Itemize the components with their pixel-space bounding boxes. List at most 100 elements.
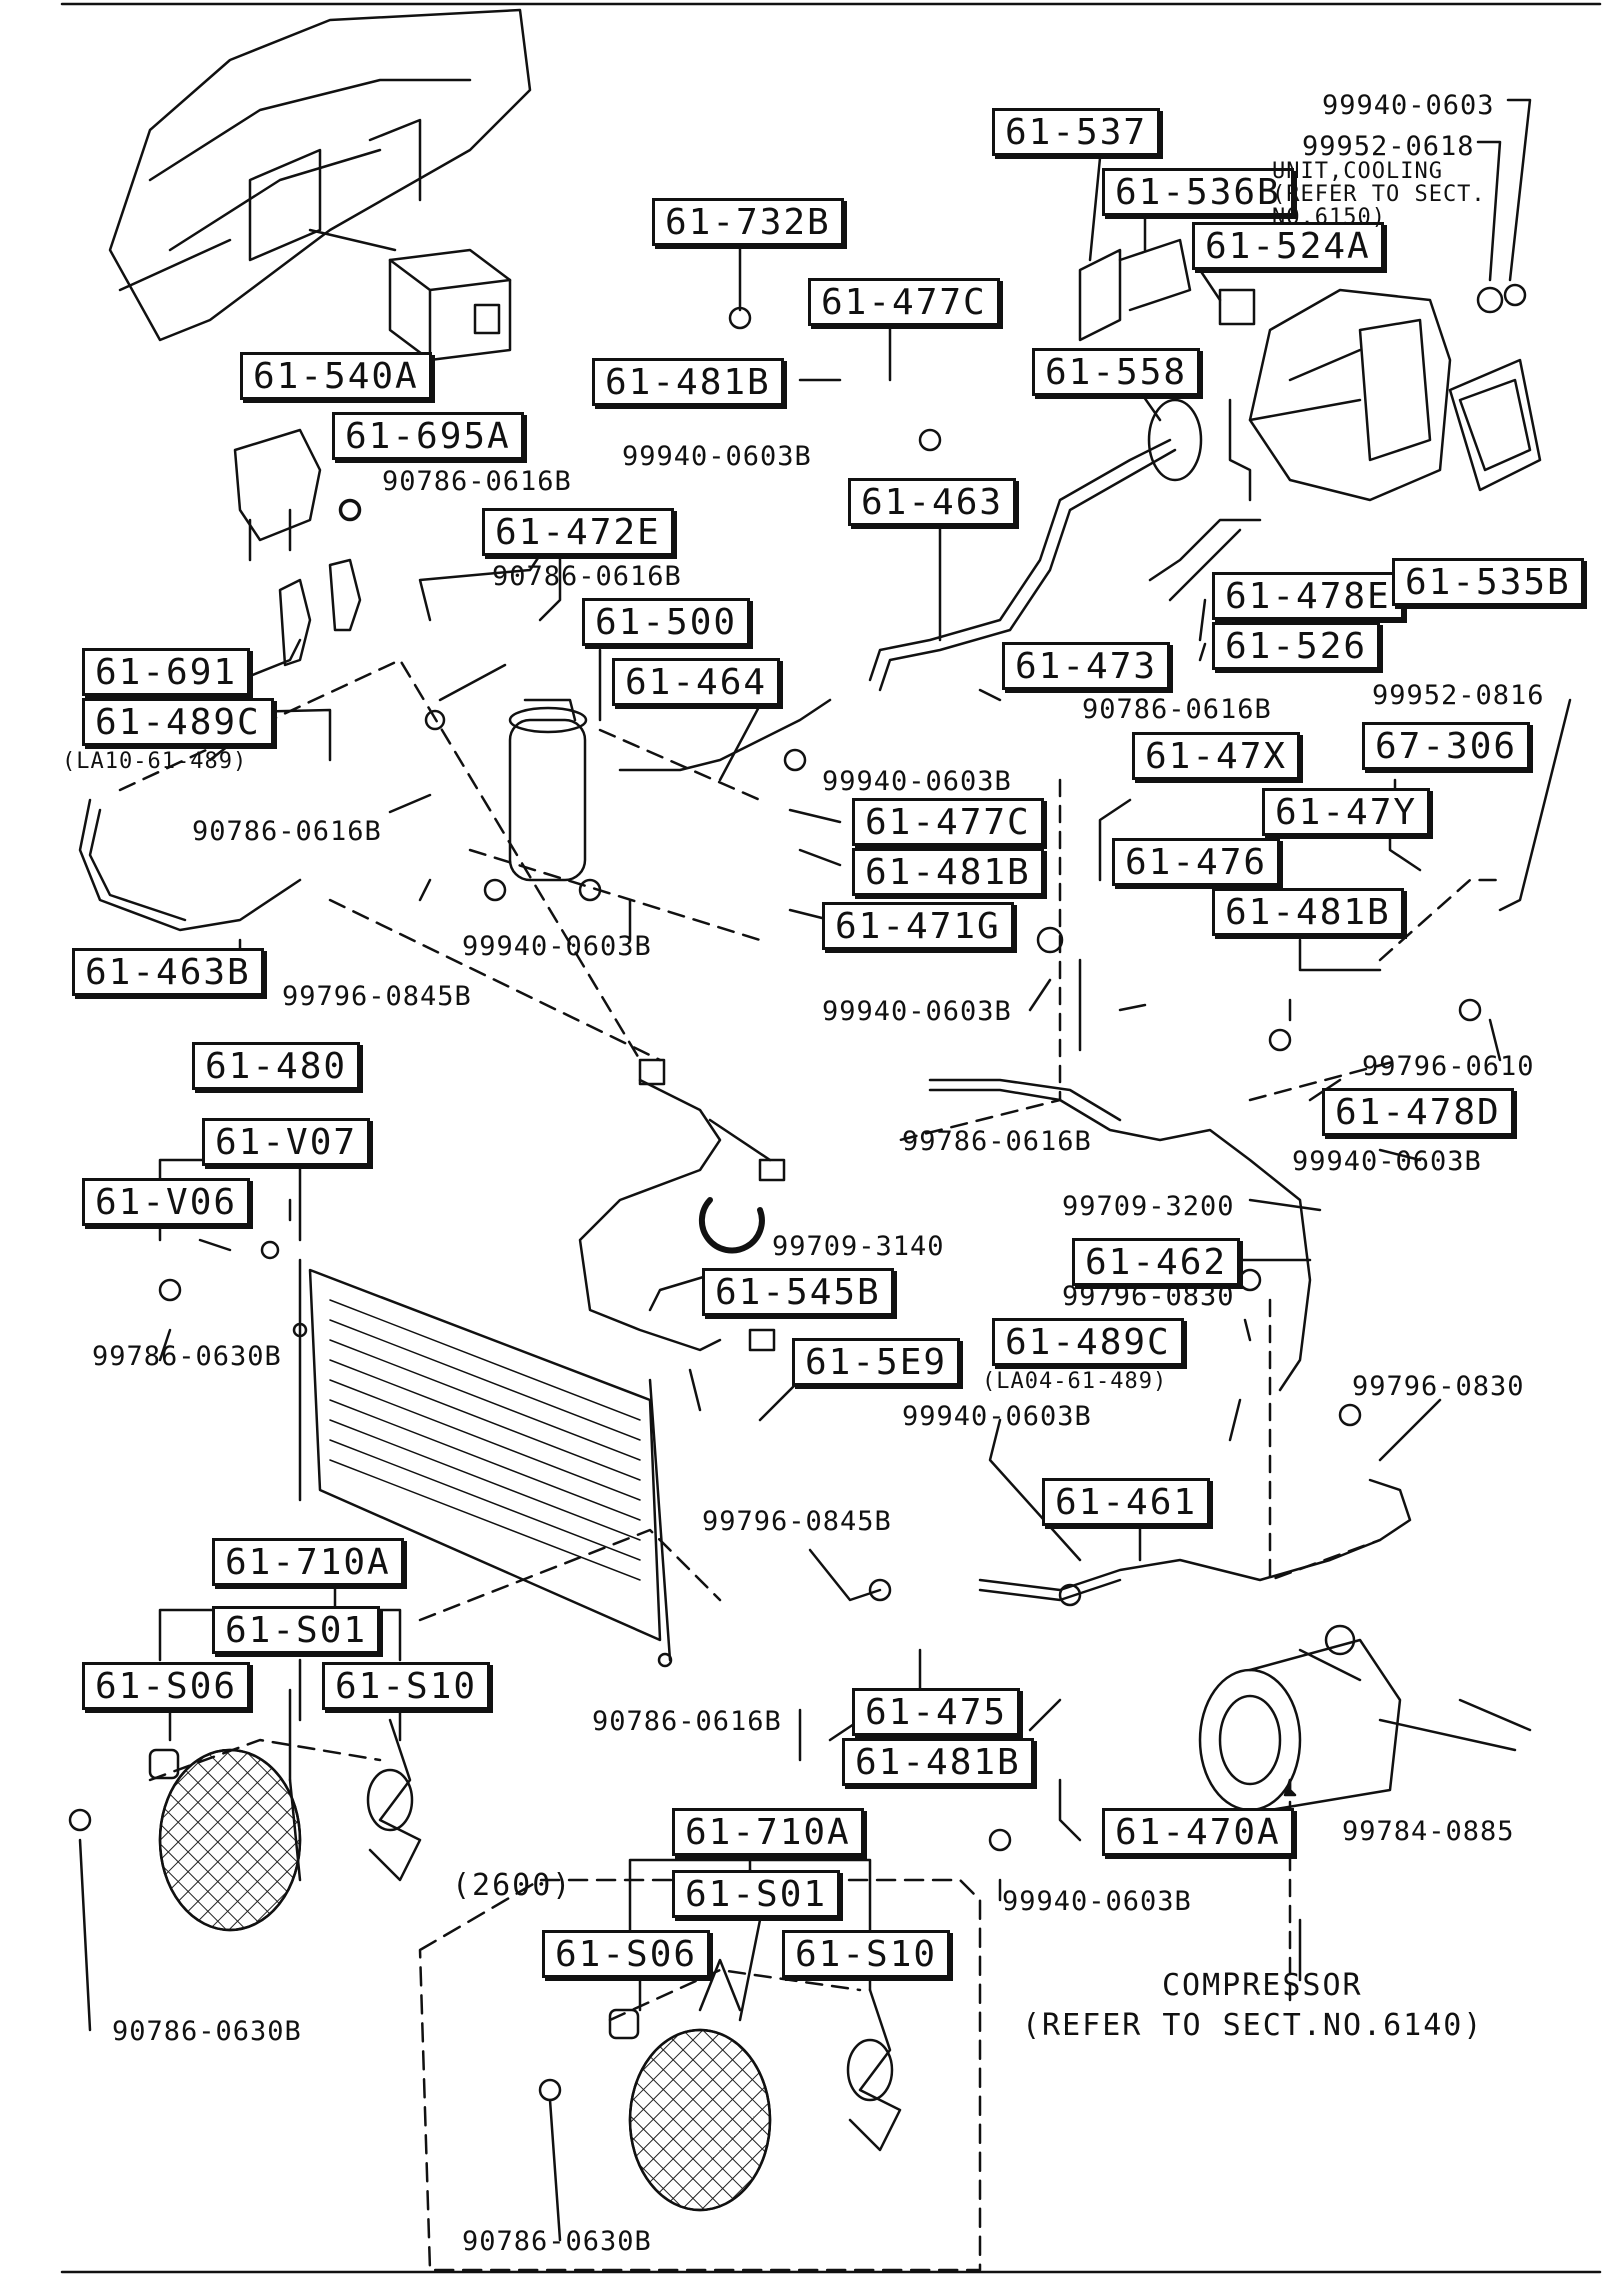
part-61-461[interactable]: 61-461 bbox=[1042, 1478, 1211, 1526]
dashed-reference-lines bbox=[118, 478, 1502, 2022]
part-99796-0845b-b[interactable]: 99796-0845B bbox=[702, 1506, 892, 1537]
compressor-label: COMPRESSOR bbox=[1162, 1968, 1363, 2003]
part-61-536b[interactable]: 61-536B bbox=[1102, 168, 1294, 216]
part-61-481b-right[interactable]: 61-481B bbox=[1212, 888, 1404, 936]
refrigerant-lines bbox=[78, 438, 1412, 1602]
part-61-489c-right[interactable]: 61-489C bbox=[992, 1318, 1184, 1366]
part-61-710a-2600[interactable]: 61-710A bbox=[672, 1808, 864, 1856]
part-90786-0616b-b[interactable]: 90786-0616B bbox=[492, 561, 682, 592]
part-61-47x[interactable]: 61-47X bbox=[1132, 732, 1301, 780]
part-61-732b[interactable]: 61-732B bbox=[652, 198, 844, 246]
part-61-463[interactable]: 61-463 bbox=[848, 478, 1017, 526]
receiver-drier-illustration bbox=[483, 698, 602, 902]
part-61-5e9[interactable]: 61-5E9 bbox=[792, 1338, 961, 1386]
part-90786-0616b-c[interactable]: 90786-0616B bbox=[1082, 694, 1272, 725]
part-61-s06-2600[interactable]: 61-S06 bbox=[542, 1930, 711, 1978]
sensor-691-illustration bbox=[278, 558, 362, 667]
part-99952-0816[interactable]: 99952-0816 bbox=[1372, 680, 1545, 711]
part-61-475[interactable]: 61-475 bbox=[852, 1688, 1021, 1736]
part-99952-0618[interactable]: 99952-0618 bbox=[1302, 131, 1475, 162]
part-61-471g[interactable]: 61-471G bbox=[822, 902, 1014, 950]
part-67-306[interactable]: 67-306 bbox=[1362, 722, 1531, 770]
part-61-695a[interactable]: 61-695A bbox=[332, 412, 524, 460]
part-61-481b-top[interactable]: 61-481B bbox=[592, 358, 784, 406]
part-99784-0885[interactable]: 99784-0885 bbox=[1342, 1816, 1515, 1847]
part-90786-0616b-e[interactable]: 90786-0616B bbox=[592, 1706, 782, 1737]
part-61-s01-left[interactable]: 61-S01 bbox=[212, 1606, 381, 1654]
bracket-536b-illustration bbox=[1118, 238, 1192, 312]
grommet-558-illustration bbox=[1147, 398, 1203, 482]
part-61-537[interactable]: 61-537 bbox=[992, 108, 1161, 156]
part-99940-0603[interactable]: 99940-0603 bbox=[1322, 90, 1495, 121]
part-61-470a[interactable]: 61-470A bbox=[1102, 1808, 1294, 1856]
part-99796-0845b-a[interactable]: 99796-0845B bbox=[282, 981, 472, 1012]
part-99940-0603b-g[interactable]: 99940-0603B bbox=[1002, 1886, 1192, 1917]
part-61-481b-bottom[interactable]: 61-481B bbox=[842, 1738, 1034, 1786]
part-61-481b-mid[interactable]: 61-481B bbox=[852, 848, 1044, 896]
dashboard-illustration bbox=[108, 8, 532, 342]
part-99940-0603b-b[interactable]: 99940-0603B bbox=[822, 766, 1012, 797]
part-61-477c-top[interactable]: 61-477C bbox=[808, 278, 1000, 326]
part-61-462[interactable]: 61-462 bbox=[1072, 1238, 1241, 1286]
condenser-illustration bbox=[292, 1258, 673, 1668]
part-61-540a[interactable]: 61-540A bbox=[240, 352, 432, 400]
part-61-524a[interactable]: 61-524A bbox=[1192, 222, 1384, 270]
part-61-478e[interactable]: 61-478E bbox=[1212, 572, 1404, 620]
variant-2600-label: (2600) bbox=[452, 1868, 573, 1903]
part-99940-0603b-c[interactable]: 99940-0603B bbox=[462, 931, 652, 962]
compressor-illustration bbox=[1198, 1624, 1532, 1812]
part-90786-0616b-d[interactable]: 90786-0616B bbox=[192, 816, 382, 847]
part-61-464[interactable]: 61-464 bbox=[612, 658, 781, 706]
part-99796-0610[interactable]: 99796-0610 bbox=[1362, 1051, 1535, 1082]
part-61-558[interactable]: 61-558 bbox=[1032, 348, 1201, 396]
part-61-472e[interactable]: 61-472E bbox=[482, 508, 674, 556]
part-61-s01-2600[interactable]: 61-S01 bbox=[672, 1870, 841, 1918]
fasteners bbox=[68, 306, 1517, 2102]
part-61-500[interactable]: 61-500 bbox=[582, 598, 751, 646]
part-99786-0630b[interactable]: 99786-0630B bbox=[92, 1341, 282, 1372]
part-61-s10-2600[interactable]: 61-S10 bbox=[782, 1930, 951, 1978]
part-61-691[interactable]: 61-691 bbox=[82, 648, 251, 696]
part-99940-0603b-e[interactable]: 99940-0603B bbox=[1292, 1146, 1482, 1177]
part-61-v06[interactable]: 61-V06 bbox=[82, 1178, 251, 1226]
part-61-476[interactable]: 61-476 bbox=[1112, 838, 1281, 886]
part-61-v07[interactable]: 61-V07 bbox=[202, 1118, 371, 1166]
part-61-473[interactable]: 61-473 bbox=[1002, 642, 1171, 690]
part-61-710a-left[interactable]: 61-710A bbox=[212, 1538, 404, 1586]
part-61-s06-left[interactable]: 61-S06 bbox=[82, 1662, 251, 1710]
compressor-reference: (REFER TO SECT.NO.6140) bbox=[1022, 2008, 1484, 2043]
part-99796-0830-b[interactable]: 99796-0830 bbox=[1352, 1371, 1525, 1402]
fan-assembly-2600-illustration bbox=[608, 1958, 902, 2212]
part-90786-0630b-a[interactable]: 90786-0630B bbox=[112, 2016, 302, 2047]
bracket-537-illustration bbox=[1078, 248, 1122, 342]
part-61-526[interactable]: 61-526 bbox=[1212, 622, 1381, 670]
part-99940-0603b-top[interactable]: 99940-0603B bbox=[622, 441, 812, 472]
part-99709-3200[interactable]: 99709-3200 bbox=[1062, 1191, 1235, 1222]
part-61-545b[interactable]: 61-545B bbox=[702, 1268, 894, 1316]
part-90786-0616b-a[interactable]: 90786-0616B bbox=[382, 466, 572, 497]
part-61-s10-left[interactable]: 61-S10 bbox=[322, 1662, 491, 1710]
variant-2600-frame bbox=[418, 1878, 982, 2272]
part-99709-3140[interactable]: 99709-3140 bbox=[772, 1231, 945, 1262]
part-99796-0830-a[interactable]: 99796-0830 bbox=[1062, 1281, 1235, 1312]
wiring-harness-illustration bbox=[578, 1058, 786, 1352]
part-99786-0616b[interactable]: 99786-0616B bbox=[902, 1126, 1092, 1157]
part-61-480[interactable]: 61-480 bbox=[192, 1042, 361, 1090]
part-61-478d[interactable]: 61-478D bbox=[1322, 1088, 1514, 1136]
part-61-477c-mid[interactable]: 61-477C bbox=[852, 798, 1044, 846]
fan-assembly-left-illustration bbox=[148, 1718, 422, 1932]
part-61-47y[interactable]: 61-47Y bbox=[1262, 788, 1431, 836]
cooling-unit-illustration bbox=[1248, 283, 1542, 502]
part-90786-0630b-b[interactable]: 90786-0630B bbox=[462, 2226, 652, 2257]
part-61-463b[interactable]: 61-463B bbox=[72, 948, 264, 996]
ac-switch-illustration bbox=[388, 248, 512, 362]
la04-note: (LA04-61-489) bbox=[982, 1369, 1168, 1394]
part-99940-0603b-d[interactable]: 99940-0603B bbox=[822, 996, 1012, 1027]
part-61-489c-left[interactable]: 61-489C bbox=[82, 698, 274, 746]
part-99940-0603b-f[interactable]: 99940-0603B bbox=[902, 1401, 1092, 1432]
cooling-unit-note: UNIT,COOLING (REFER TO SECT. NO.6150) bbox=[1272, 159, 1486, 231]
la10-note: (LA10-61-489) bbox=[62, 749, 248, 774]
relay-524a-illustration bbox=[1218, 288, 1256, 326]
part-61-535b[interactable]: 61-535B bbox=[1392, 558, 1584, 606]
